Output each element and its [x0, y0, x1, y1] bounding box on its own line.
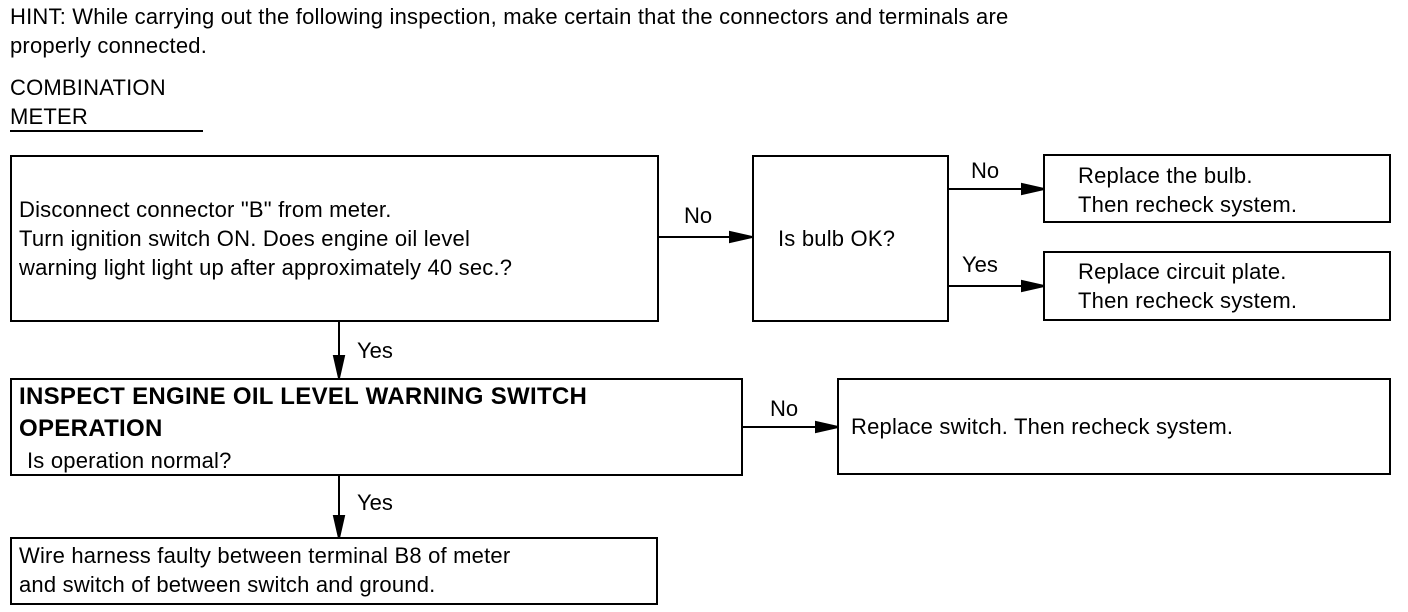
hint-line-2: properly connected. — [10, 33, 208, 58]
step1-line-3: warning light light up after approximate… — [19, 255, 513, 280]
step1-box — [10, 155, 659, 322]
section-heading-line-1: COMBINATION — [10, 75, 166, 100]
label-bulb-yes: Yes — [962, 252, 998, 277]
arrow-step2-no-head — [815, 420, 839, 434]
label-bulb-no: No — [971, 158, 1000, 183]
replace-plate-line-2: Then recheck system. — [1078, 288, 1298, 313]
section-heading-line-2: METER — [10, 104, 88, 129]
step1-line-1: Disconnect connector "B" from meter. — [19, 197, 392, 222]
replace-plate-line-1: Replace circuit plate. — [1078, 259, 1287, 284]
bulb-check-text: Is bulb OK? — [778, 226, 896, 251]
replace-bulb-box — [1043, 154, 1391, 223]
arrow-step2-yes-head — [332, 515, 346, 539]
arrow-bulb-yes-head — [1021, 279, 1045, 293]
replace-switch-box — [837, 378, 1391, 475]
result-line-1: Wire harness faulty between terminal B8 … — [19, 543, 511, 568]
replace-bulb-line-1: Replace the bulb. — [1078, 163, 1253, 188]
label-step2-yes: Yes — [357, 490, 393, 515]
arrow-bulb-no-head — [1021, 182, 1045, 196]
result-box — [10, 537, 658, 605]
step2-line-1: INSPECT ENGINE OIL LEVEL WARNING SWITCH — [19, 383, 588, 410]
step2-line-3: Is operation normal? — [27, 448, 232, 473]
arrow-step1-no-head — [729, 230, 753, 244]
step1-line-2: Turn ignition switch ON. Does engine oil… — [19, 226, 471, 251]
replace-plate-box — [1043, 251, 1391, 321]
replace-bulb-line-2: Then recheck system. — [1078, 192, 1298, 217]
label-step1-yes: Yes — [357, 338, 393, 363]
replace-switch-text: Replace switch. Then recheck system. — [851, 414, 1234, 439]
hint-line-1: HINT: While carrying out the following i… — [10, 4, 1009, 29]
arrow-step1-yes-head — [332, 355, 346, 379]
step2-line-2: OPERATION — [19, 415, 163, 442]
bulb-check-box — [752, 155, 949, 322]
result-line-2: and switch of between switch and ground. — [19, 572, 436, 597]
step2-box — [10, 378, 743, 476]
label-step2-no: No — [770, 396, 799, 421]
label-step1-no: No — [684, 203, 713, 228]
